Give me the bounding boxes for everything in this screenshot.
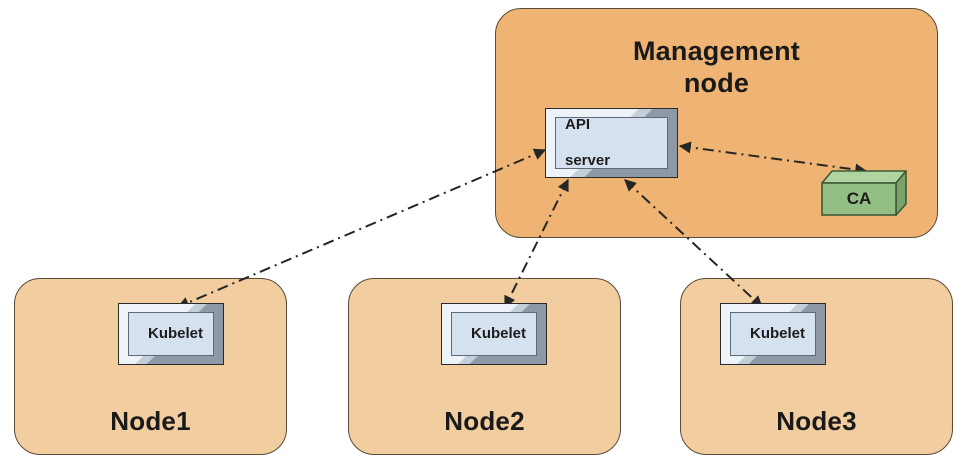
ca-box[interactable]: CA (818, 168, 910, 218)
worker-node-label-3: Node3 (776, 406, 857, 436)
api-server-box[interactable]: API server (545, 108, 678, 178)
kubelet-box-node2[interactable]: Kubelet (441, 303, 547, 365)
kubelet-label-node1: Kubelet (147, 325, 203, 342)
kubelet-node3-inner-face: Kubelet (730, 312, 816, 356)
ca-top-face (821, 170, 907, 184)
kubelet-box-node3[interactable]: Kubelet (720, 303, 826, 365)
management-node-label: Management node (496, 35, 937, 99)
worker-node-label-2: Node2 (444, 406, 525, 436)
kubelet-label-node2: Kubelet (470, 325, 526, 342)
management-node-label-line2: node (683, 68, 750, 98)
api-server-inner-face: API server (555, 116, 668, 169)
ca-front-face (821, 182, 897, 216)
kubelet-node1-inner-face: Kubelet (128, 312, 214, 356)
api-server-label-line2: server (565, 152, 611, 169)
ca-label: CA (846, 189, 872, 208)
api-server-label-line1: API (565, 116, 591, 133)
kubelet-node2-inner-face: Kubelet (451, 312, 537, 356)
management-node-label-line1: Management (632, 36, 801, 66)
api-server-label: API server (565, 98, 610, 188)
kubelet-box-node1[interactable]: Kubelet (118, 303, 224, 365)
kubelet-label-node3: Kubelet (749, 325, 805, 342)
worker-node-label-1: Node1 (110, 406, 191, 436)
